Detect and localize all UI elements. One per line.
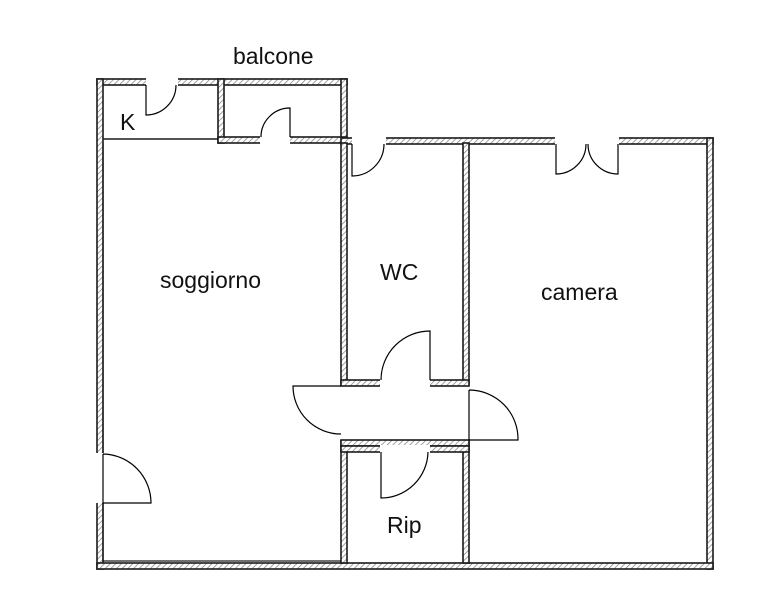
wall-living-right-upper (340, 142, 348, 385)
door-camera-right (587, 143, 619, 175)
door-wc-top (351, 143, 385, 177)
door-wc-bottom (380, 330, 431, 381)
wall-rip-right (462, 440, 470, 564)
wall-living-right-lower (340, 440, 348, 564)
doors (96, 78, 619, 504)
door-living-left (102, 453, 152, 504)
label-storage: Rip (387, 512, 422, 538)
wall-right-outer (706, 137, 714, 570)
door-living-corridor (292, 385, 342, 435)
wall-kitchen-balcony-divider (217, 78, 225, 144)
label-bathroom: WC (380, 259, 418, 285)
door-kitchen-top (145, 84, 177, 116)
wall-top-right (340, 137, 714, 145)
door-camera-left (555, 143, 587, 175)
label-bedroom: camera (541, 279, 618, 305)
door-camera-corridor (468, 389, 519, 441)
walls (96, 78, 714, 570)
door-rip (380, 451, 429, 499)
label-kitchen: K (120, 109, 136, 135)
wall-bottom-outer (96, 562, 714, 570)
wall-wc-right (462, 142, 470, 385)
wall-balcony-right (340, 78, 348, 144)
label-balcony: balcone (233, 43, 314, 69)
label-living-room: soggiorno (160, 267, 261, 293)
door-balcony (260, 107, 291, 138)
